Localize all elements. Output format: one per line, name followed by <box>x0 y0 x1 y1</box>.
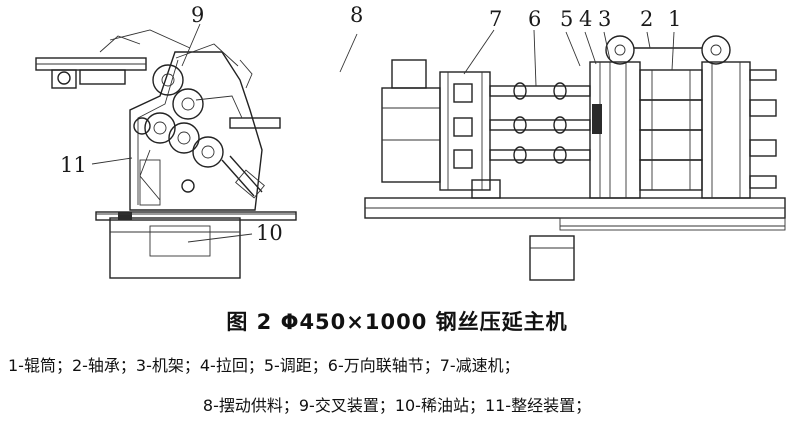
callout-9: 9 <box>191 3 204 27</box>
callout-3: 3 <box>598 7 611 31</box>
callout-5: 5 <box>560 7 573 31</box>
side-view <box>35 29 297 279</box>
callout-7: 7 <box>489 7 502 31</box>
callout-10: 10 <box>256 221 283 245</box>
callout-2: 2 <box>640 7 653 31</box>
leader-lines <box>91 23 675 243</box>
callout-4: 4 <box>579 7 592 31</box>
callout-11: 11 <box>60 153 87 177</box>
callout-1: 1 <box>668 7 681 31</box>
callout-6: 6 <box>528 7 541 31</box>
callouts: 9 8 7 6 5 4 3 2 1 11 10 <box>60 3 681 245</box>
figure-caption: 图 2 Φ450×1000 钢丝压延主机 <box>226 310 568 334</box>
front-view <box>364 35 786 281</box>
legend-line-2: 8-摆动供料；9-交叉装置；10-稀油站；11-整经装置； <box>202 396 592 415</box>
legend-line-1: 1-辊筒；2-轴承；3-机架；4-拉回；5-调距；6-万向联轴节；7-减速机； <box>8 356 520 375</box>
callout-8: 8 <box>350 3 363 27</box>
machine-drawing: 9 8 7 6 5 4 3 2 1 11 10 <box>35 3 786 281</box>
